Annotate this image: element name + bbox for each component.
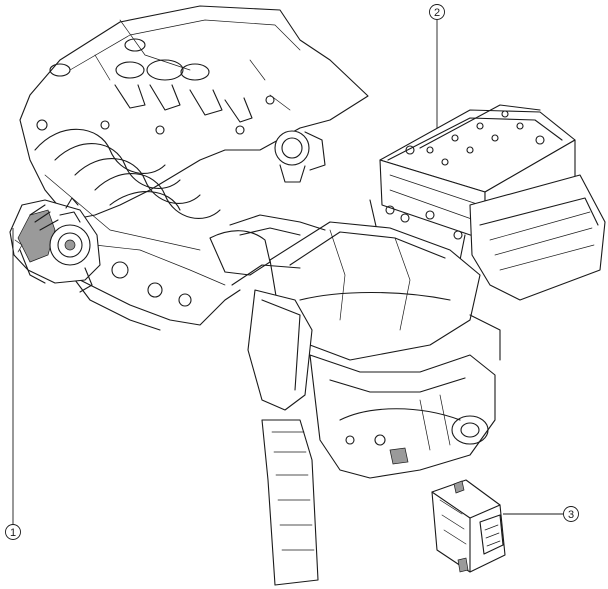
throttle-body (274, 130, 326, 183)
air-cleaner-transaxle (229, 214, 501, 586)
control-module (431, 479, 506, 573)
alternator (9, 197, 101, 293)
callout-3-label: 3 (568, 509, 574, 521)
callout-1: 1 (5, 228, 21, 540)
engine-assembly (19, 5, 369, 331)
battery (369, 104, 606, 301)
callout-1-label: 1 (10, 527, 16, 539)
callout-3: 3 (503, 506, 579, 522)
callout-2-label: 2 (434, 7, 440, 19)
callout-2: 2 (429, 4, 445, 128)
